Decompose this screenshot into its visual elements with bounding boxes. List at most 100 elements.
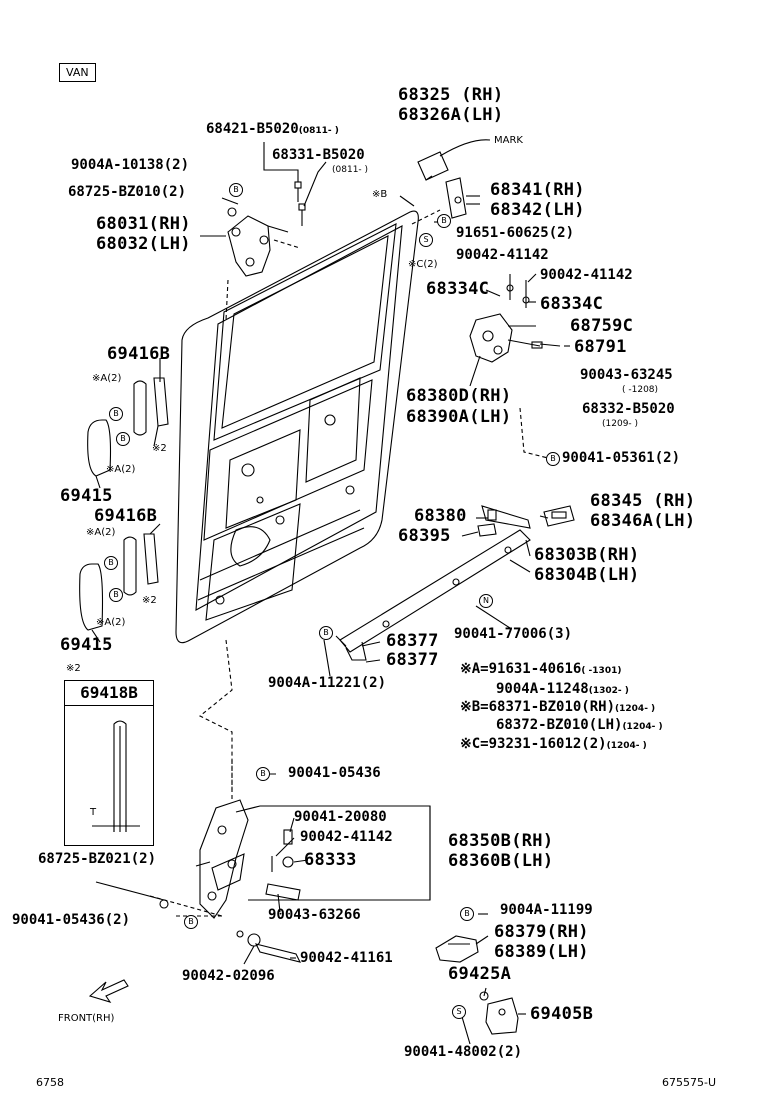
part-68725-bz021-label: 68725-BZ021(2) — [38, 851, 157, 867]
part-90041-05361-label: 90041-05361(2) — [562, 450, 681, 466]
part-68032-label: 68032(LH) — [96, 234, 191, 254]
part-68341-label: 68341(RH) — [490, 180, 585, 200]
note-part: 91631-40616 — [488, 661, 582, 677]
part-9004a-11221-label: 9004A-11221(2) — [268, 675, 387, 691]
badge-b-icon: B — [109, 588, 123, 602]
footer-right-code: 675575-U — [662, 1076, 717, 1089]
note-row: ※A=91631-40616( -1301) — [460, 662, 621, 676]
ref-c2-label: ※C(2) — [408, 259, 438, 270]
part-68421-number: 68421-B5020 — [206, 121, 299, 137]
inset-title: 69418B — [65, 681, 153, 706]
inset-ref-label: ※2 — [66, 663, 81, 674]
note-range: (1204- ) — [622, 722, 663, 732]
badge-b-icon: B — [109, 407, 123, 421]
ref-2-lower-label: ※2 — [142, 595, 157, 606]
note-range: (1204- ) — [606, 741, 647, 751]
note-ref: ※C= — [460, 736, 489, 752]
part-68791-label: 68791 — [574, 337, 627, 357]
part-68332-label: 68332-B5020 — [582, 401, 675, 417]
part-91651-label: 91651-60625(2) — [456, 225, 575, 241]
inset-t-label: T — [90, 807, 97, 818]
part-69415-upper-label: 69415 — [60, 486, 113, 506]
note-row: ※B=68371-BZ010(RH)(1204- ) — [460, 700, 655, 714]
badge-b-icon: B — [116, 432, 130, 446]
part-9004a-10138-label: 9004A-10138(2) — [71, 157, 190, 173]
part-68326a-label: 68326A(LH) — [398, 105, 504, 125]
part-68377-lower-label: 68377 — [386, 650, 439, 670]
part-68342-label: 68342(LH) — [490, 200, 585, 220]
note-range: (1302- ) — [588, 686, 629, 696]
part-90042-41142a-label: 90042-41142 — [456, 247, 549, 263]
badge-b-icon: B — [229, 183, 243, 197]
badge-b-icon: B — [184, 915, 198, 929]
badge-b-icon: B — [460, 907, 474, 921]
note-row: 9004A-11248(1302- ) — [496, 682, 629, 696]
variant-label: VAN — [59, 63, 96, 82]
note-part: 68371-BZ010(RH) — [488, 699, 616, 715]
note-row: ※C=93231-16012(2)(1204- ) — [460, 737, 647, 751]
part-9004a-11199-label: 9004A-11199 — [500, 902, 593, 918]
note-part: 68372-BZ010(LH) — [496, 717, 623, 733]
part-69416b-upper-label: 69416B — [107, 344, 171, 364]
part-68334c-left-label: 68334C — [426, 279, 490, 299]
part-90043-63245-label: 90043-63245 — [580, 367, 673, 383]
part-68377-upper-label: 68377 — [386, 631, 439, 651]
inset-69418b: 69418B — [64, 680, 154, 846]
part-68303b-label: 68303B(RH) — [534, 545, 640, 565]
part-69415-lower-label: 69415 — [60, 635, 113, 655]
part-68380d-label: 68380D(RH) — [406, 386, 512, 406]
note-range: (1204- ) — [615, 704, 656, 714]
note-ref: ※A= — [460, 661, 489, 677]
part-69425a-label: 69425A — [448, 964, 512, 984]
note-range: ( -1301) — [581, 666, 622, 676]
mark-label: MARK — [494, 135, 523, 146]
ref-a2-upper-label: ※A(2) — [92, 373, 122, 384]
part-69416b-lower-label: 69416B — [94, 506, 158, 526]
part-68325-label: 68325 (RH) — [398, 85, 504, 105]
part-90042-41142b-label: 90042-41142 — [540, 267, 633, 283]
part-68331-range: (0811- ) — [332, 165, 369, 175]
note-part: 9004A-11248 — [496, 681, 589, 697]
badge-n-icon: N — [479, 594, 493, 608]
part-68389-label: 68389(LH) — [494, 942, 589, 962]
part-90043-63245-range: ( -1208) — [622, 385, 659, 395]
badge-b-icon: B — [104, 556, 118, 570]
part-90043-63266-label: 90043-63266 — [268, 907, 361, 923]
part-68390a-label: 68390A(LH) — [406, 407, 512, 427]
part-90042-02096-label: 90042-02096 — [182, 968, 275, 984]
badge-s-icon: S — [419, 233, 433, 247]
part-68333-label: 68333 — [304, 850, 357, 870]
part-90041-48002-label: 90041-48002(2) — [404, 1044, 523, 1060]
part-68725-bz010-label: 68725-BZ010(2) — [68, 184, 187, 200]
badge-b-icon: B — [256, 767, 270, 781]
part-68395-label: 68395 — [398, 526, 451, 546]
badge-b-icon: B — [437, 214, 451, 228]
ref-b-label: ※B — [372, 189, 388, 200]
part-68331-label: 68331-B5020 — [272, 147, 365, 163]
note-row: 68372-BZ010(LH)(1204- ) — [496, 718, 663, 732]
ref-a2-lower-lower-label: ※A(2) — [96, 617, 126, 628]
part-90041-05436b-label: 90041-05436(2) — [12, 912, 131, 928]
part-68421-label: 68421-B5020(0811- ) — [206, 122, 339, 136]
ref-2-upper-label: ※2 — [152, 443, 167, 454]
note-ref: ※B= — [460, 699, 489, 715]
front-direction-label: FRONT(RH) — [58, 1013, 115, 1024]
part-68759c-label: 68759C — [570, 316, 634, 336]
ref-a2-upper-lower-label: ※A(2) — [106, 464, 136, 475]
part-90041-05436a-label: 90041-05436 — [288, 765, 381, 781]
part-68350b-label: 68350B(RH) — [448, 831, 554, 851]
part-68304b-label: 68304B(LH) — [534, 565, 640, 585]
part-68421-range: (0811- ) — [298, 126, 339, 136]
part-68345-label: 68345 (RH) — [590, 491, 696, 511]
part-68031-label: 68031(RH) — [96, 214, 191, 234]
note-part: 93231-16012(2) — [488, 736, 607, 752]
part-69405b-label: 69405B — [530, 1004, 594, 1024]
part-68332-range: (1209- ) — [602, 419, 639, 429]
footer-left-code: 6758 — [36, 1076, 64, 1089]
part-90041-77006-label: 90041-77006(3) — [454, 626, 573, 642]
badge-b-icon: B — [546, 452, 560, 466]
part-90041-20080-label: 90041-20080 — [294, 809, 387, 825]
part-68346a-label: 68346A(LH) — [590, 511, 696, 531]
